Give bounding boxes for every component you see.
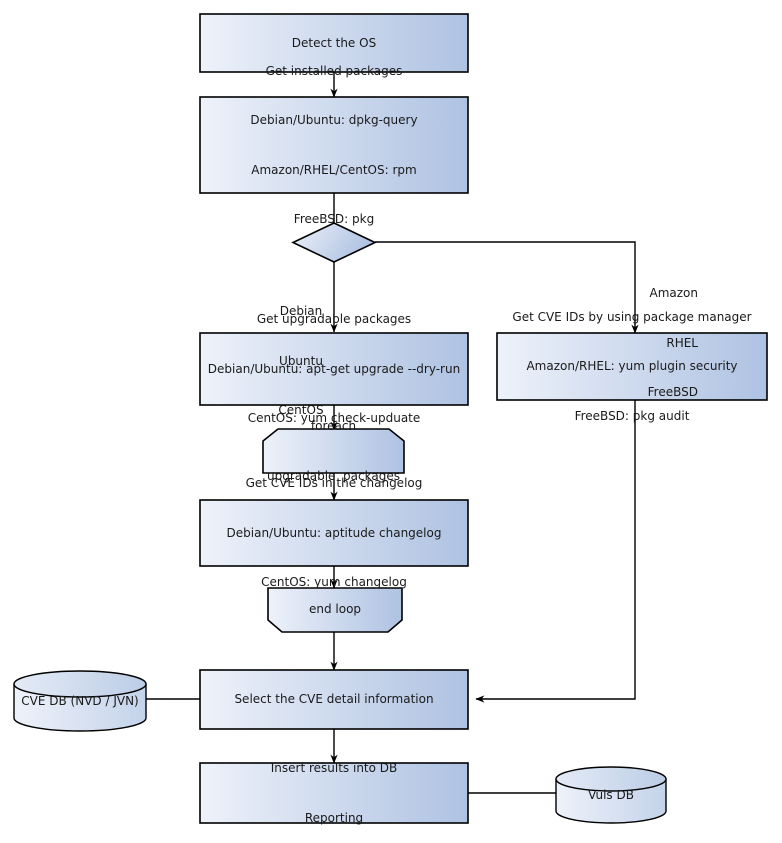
node-end-loop: [267, 587, 403, 633]
edge-decision-right: [375, 241, 639, 334]
node-cve-db: [13, 670, 147, 732]
node-select-cve-detail: [199, 669, 469, 730]
node-os-decision: [291, 222, 377, 263]
node-vuls-db: [555, 766, 667, 824]
node-get-cve-ids-package-manager: [496, 332, 768, 401]
node-insert-results: [199, 762, 469, 824]
node-get-upgradable-packages: [199, 332, 469, 406]
node-detect-os: [199, 13, 469, 73]
node-get-cve-ids-changelog: [199, 499, 469, 567]
edge-pkgmgr-to-select: [475, 400, 636, 703]
node-get-installed-packages: [199, 96, 469, 194]
connector-group: [146, 72, 639, 794]
node-foreach-loop-start: [262, 428, 405, 474]
